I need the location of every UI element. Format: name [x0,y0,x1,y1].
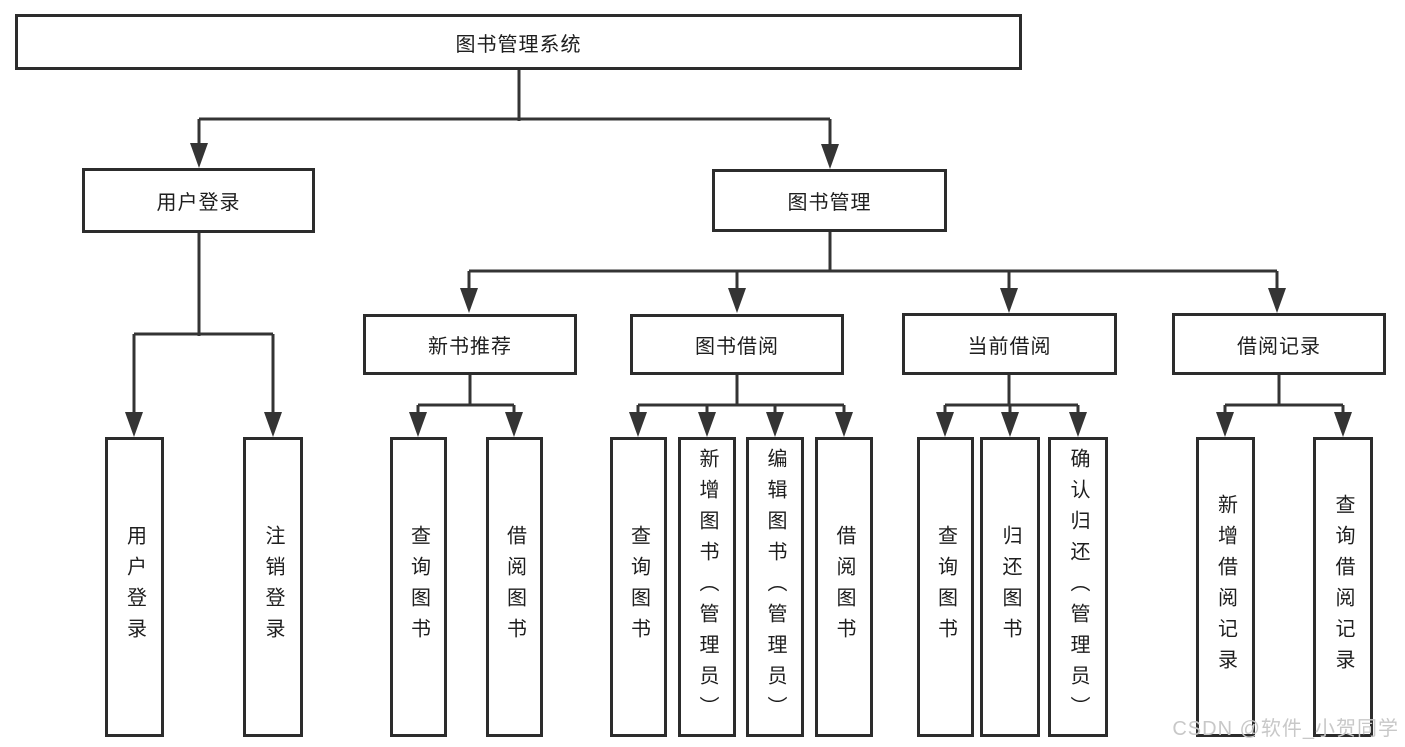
connector-book-management-to-level3 [460,232,1286,313]
connector-root-to-level2 [190,70,839,169]
arrowhead-icon [264,412,282,437]
node-user-login: 用户登录 [82,168,315,233]
node-label: 新增借阅记录 [1214,494,1237,680]
arrowhead-icon [698,412,716,437]
leaf-return-book: 归还图书 [980,437,1040,737]
node-label: 确认归还（管理员） [1067,447,1089,727]
node-label: 新增图书（管理员） [696,447,718,727]
leaf-query-books-recommend: 查询图书 [390,437,447,737]
arrowhead-icon [1001,412,1019,437]
connector-current-borrow-to-leaves [936,375,1087,437]
arrowhead-icon [505,412,523,437]
connector-user-login-to-leaves [125,233,282,437]
arrowhead-icon [629,412,647,437]
node-label: 借阅图书 [503,525,526,649]
node-label: 图书管理 [787,192,872,214]
arrowhead-icon [1216,412,1234,437]
leaf-logout: 注销登录 [243,437,303,737]
arrowhead-icon [766,412,784,437]
leaf-borrow-books-recommend: 借阅图书 [486,437,543,737]
node-label: 图书管理系统 [455,33,582,56]
arrowhead-icon [835,412,853,437]
arrowhead-icon [936,412,954,437]
node-label: 借阅记录 [1237,335,1321,358]
connector-borrow-records-to-leaves [1216,375,1352,437]
node-label: 查询借阅记录 [1332,494,1354,680]
arrowhead-icon [1000,288,1018,313]
arrowhead-icon [190,143,208,168]
node-label: 新书推荐 [428,336,512,358]
leaf-add-borrow-record: 新增借阅记录 [1196,437,1255,737]
node-label: 编辑图书（管理员） [764,447,786,727]
node-label: 借阅图书 [833,525,855,649]
leaf-edit-book-admin: 编辑图书（管理员） [746,437,804,737]
leaf-user-login: 用户登录 [105,437,164,737]
node-label: 查询图书 [407,525,430,649]
leaf-add-book-admin: 新增图书（管理员） [678,437,736,737]
leaf-query-books-borrow: 查询图书 [610,437,667,737]
node-book-borrow: 图书借阅 [630,314,844,375]
node-label: 注销登录 [262,525,284,649]
node-new-book-recommend: 新书推荐 [363,314,577,375]
node-borrow-records: 借阅记录 [1172,313,1386,375]
arrowhead-icon [1268,288,1286,313]
node-label: 归还图书 [999,525,1021,649]
csdn-watermark: CSDN @软件_小贺同学 [1172,718,1399,740]
arrowhead-icon [728,288,746,313]
arrowhead-icon [1069,412,1087,437]
node-label: 图书借阅 [695,336,779,358]
leaf-query-borrow-record: 查询借阅记录 [1313,437,1373,737]
connector-new-book-recommend-to-leaves [409,375,523,437]
node-label: 用户登录 [123,525,146,649]
arrowhead-icon [125,412,143,437]
arrowhead-icon [460,288,478,313]
node-label: 查询图书 [627,525,650,649]
leaf-borrow-books: 借阅图书 [815,437,873,737]
arrowhead-icon [821,144,839,169]
node-label: 当前借阅 [967,335,1052,358]
leaf-confirm-return-admin: 确认归还（管理员） [1048,437,1108,737]
node-current-borrow: 当前借阅 [902,313,1117,375]
arrowhead-icon [1334,412,1352,437]
node-label: 用户登录 [156,192,241,214]
node-root-system: 图书管理系统 [15,14,1022,70]
leaf-query-books-current: 查询图书 [917,437,974,737]
connector-book-borrow-to-leaves [629,375,853,437]
node-label: 查询图书 [934,525,957,649]
node-book-management: 图书管理 [712,169,947,232]
arrowhead-icon [409,412,427,437]
